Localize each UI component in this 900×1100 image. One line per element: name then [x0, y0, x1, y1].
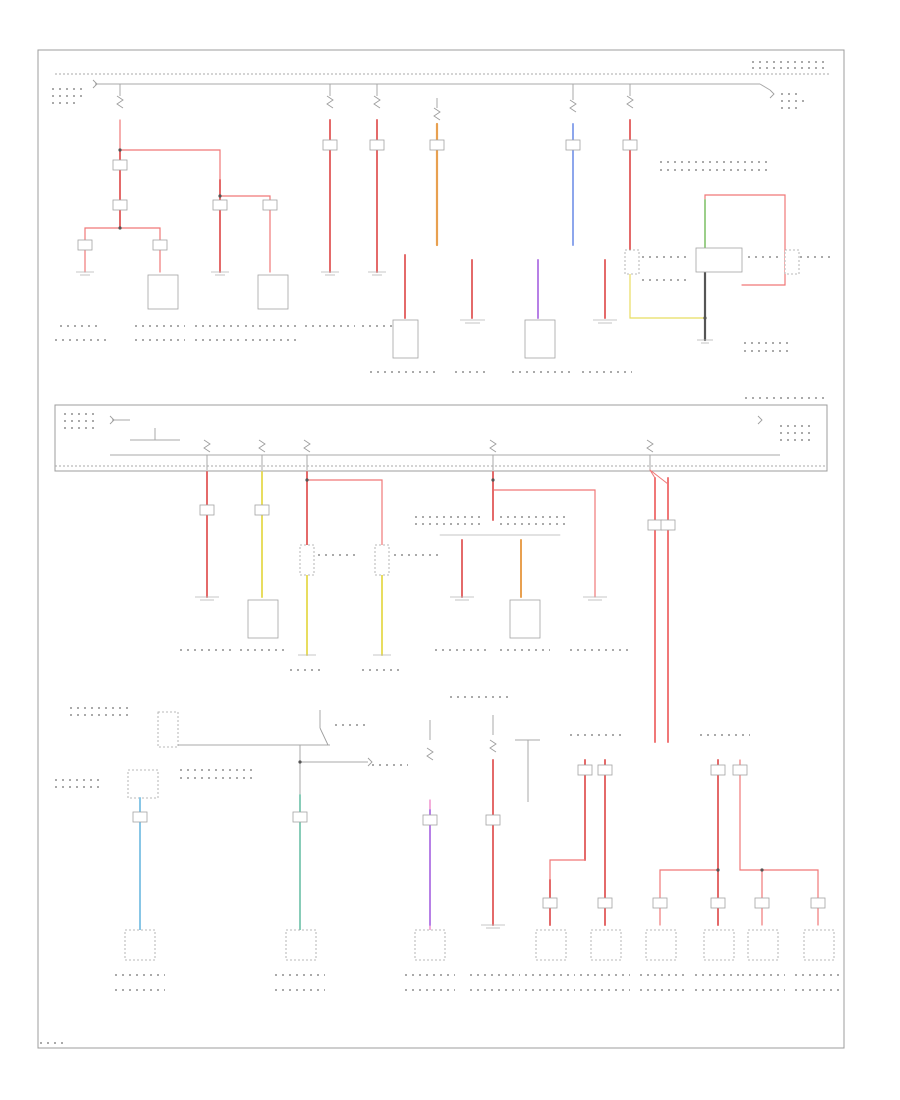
middle-fuse-box [54, 404, 828, 472]
fuse-icon [116, 84, 124, 109]
fuse-icon [258, 439, 266, 470]
fuse-icon [426, 720, 434, 761]
section3-structure [127, 710, 540, 802]
section3-labels [40, 696, 840, 1044]
section2-labels [64, 397, 826, 671]
fuse-icon [433, 98, 441, 121]
ground-icon [321, 271, 339, 276]
splice-node-icon [703, 316, 707, 320]
fuse-icon [326, 84, 334, 109]
splice-node-icon [298, 760, 302, 764]
section1-wires [84, 119, 786, 342]
hot-at-all-times-arrow-icon-right [757, 415, 763, 425]
ground-icon [697, 339, 713, 344]
fuse-icon [489, 439, 497, 470]
fuse-icon [626, 84, 634, 109]
splice-node-icon [305, 478, 309, 482]
ground-icon [195, 596, 219, 601]
ground-icon [583, 596, 607, 601]
fuse-icon [569, 84, 577, 113]
splice-node-icon [218, 194, 222, 198]
section1-labels [52, 61, 835, 373]
top-power-distribution-box [55, 73, 830, 99]
ground-icon [450, 596, 474, 601]
hot-at-all-times-arrow-icon [367, 757, 373, 767]
hot-at-all-times-arrow-icon [92, 79, 98, 89]
top-bus-fuses [116, 84, 634, 121]
hot-at-all-times-arrow-icon-right [769, 89, 775, 99]
section3-components [124, 924, 835, 961]
fuse-icon [489, 715, 497, 753]
ground-icon [593, 319, 617, 324]
fuse-icon [203, 439, 211, 470]
ground-icon [481, 924, 505, 929]
ground-icon [368, 271, 386, 276]
section1-connectors [77, 139, 638, 251]
diagram-frame [37, 49, 845, 1049]
splice-node-icon [118, 148, 122, 152]
hot-at-all-times-arrow-icon [109, 415, 115, 425]
ground-icon [460, 319, 485, 324]
relay-switch-icon [319, 710, 329, 746]
section3-connectors [132, 764, 826, 909]
ground-icon [211, 271, 229, 276]
splice-node-icon [716, 868, 720, 872]
splice-node-icon [491, 478, 495, 482]
section2-components [195, 478, 676, 656]
fuse-icon [303, 439, 311, 470]
fuse-icon [373, 84, 381, 109]
section1-splices [118, 148, 707, 320]
section3-splices [298, 760, 764, 872]
splice-node-icon [118, 226, 122, 230]
splice-node-icon [760, 868, 764, 872]
ground-icon [76, 271, 94, 276]
section1-components [76, 247, 800, 359]
fuse-icon [646, 439, 654, 470]
